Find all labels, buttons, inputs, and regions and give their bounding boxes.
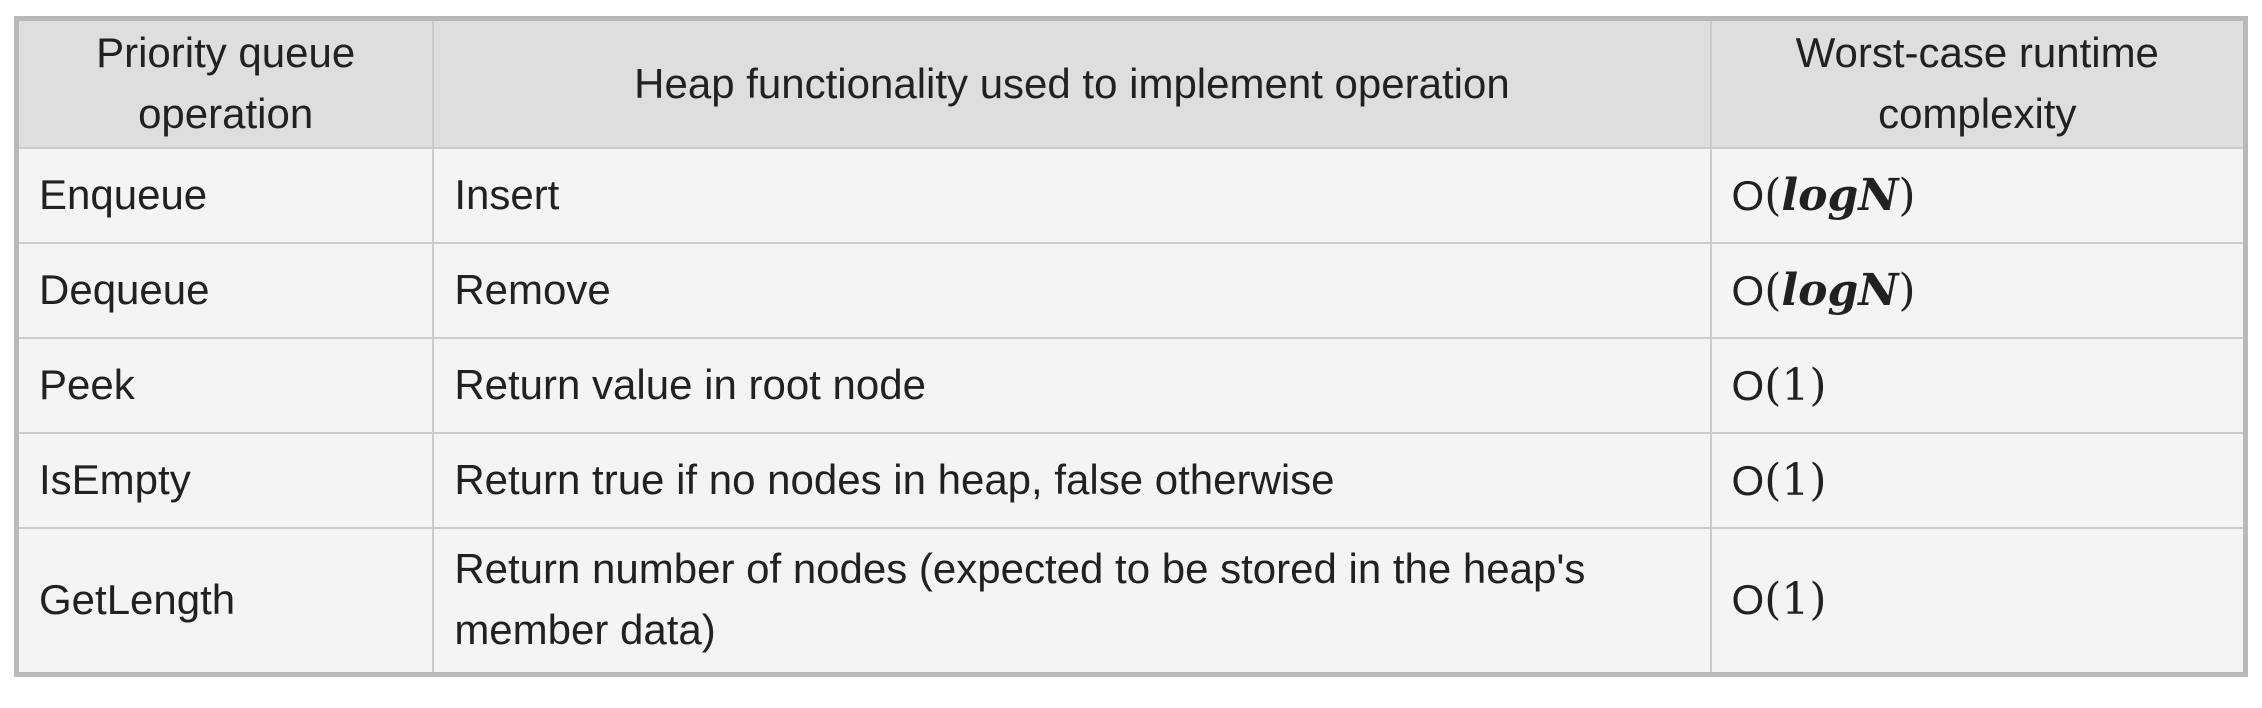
- column-header-priority-queue-operation: Priority queue operation: [15, 17, 435, 149]
- operation-cell: IsEmpty: [15, 432, 435, 529]
- table-row: Enqueue Insert O(logN): [15, 147, 2247, 244]
- complexity-close-paren: ): [1809, 454, 1827, 506]
- complexity-prefix: O: [1731, 171, 1765, 219]
- complexity-cell: O(logN): [1709, 242, 2247, 339]
- column-header-worst-case-runtime-complexity: Worst-case runtime complexity: [1709, 17, 2247, 149]
- complexity-close-paren: ): [1809, 359, 1827, 411]
- column-header-heap-functionality: Heap functionality used to implement ope…: [432, 17, 1712, 149]
- complexity-open-paren: (: [1764, 169, 1782, 221]
- complexity-expr: 1: [1781, 574, 1810, 626]
- table-row: GetLength Return number of nodes (expect…: [15, 527, 2247, 675]
- heap-functionality-cell: Return value in root node: [432, 337, 1712, 434]
- heap-functionality-cell: Insert: [432, 147, 1712, 244]
- priority-queue-heap-table: Priority queue operation Heap functional…: [14, 16, 2248, 677]
- operation-cell: Peek: [15, 337, 435, 434]
- table-body: Enqueue Insert O(logN) Dequeue Remove O(…: [15, 147, 2247, 675]
- complexity-close-paren: ): [1898, 169, 1916, 221]
- complexity-prefix: O: [1731, 361, 1765, 409]
- complexity-open-paren: (: [1764, 574, 1782, 626]
- complexity-cell: O(1): [1709, 432, 2247, 529]
- operation-cell: Enqueue: [15, 147, 435, 244]
- complexity-open-paren: (: [1764, 454, 1782, 506]
- complexity-cell: O(logN): [1709, 147, 2247, 244]
- complexity-expr: logN: [1781, 169, 1899, 221]
- table-row: IsEmpty Return true if no nodes in heap,…: [15, 432, 2247, 529]
- complexity-cell: O(1): [1709, 527, 2247, 675]
- complexity-close-paren: ): [1809, 574, 1827, 626]
- operation-cell: GetLength: [15, 527, 435, 675]
- operation-cell: Dequeue: [15, 242, 435, 339]
- complexity-close-paren: ): [1898, 264, 1916, 316]
- table-row: Dequeue Remove O(logN): [15, 242, 2247, 339]
- heap-functionality-cell: Return true if no nodes in heap, false o…: [432, 432, 1712, 529]
- complexity-open-paren: (: [1764, 264, 1782, 316]
- complexity-expr: 1: [1781, 359, 1810, 411]
- table-row: Peek Return value in root node O(1): [15, 337, 2247, 434]
- complexity-prefix: O: [1731, 266, 1765, 314]
- table-header-row: Priority queue operation Heap functional…: [15, 17, 2247, 149]
- complexity-cell: O(1): [1709, 337, 2247, 434]
- complexity-prefix: O: [1731, 456, 1765, 504]
- complexity-open-paren: (: [1764, 359, 1782, 411]
- priority-queue-table-container: Priority queue operation Heap functional…: [14, 16, 2248, 677]
- heap-functionality-cell: Remove: [432, 242, 1712, 339]
- complexity-prefix: O: [1731, 576, 1765, 624]
- complexity-expr: logN: [1781, 264, 1899, 316]
- heap-functionality-cell: Return number of nodes (expected to be s…: [432, 527, 1712, 675]
- complexity-expr: 1: [1781, 454, 1810, 506]
